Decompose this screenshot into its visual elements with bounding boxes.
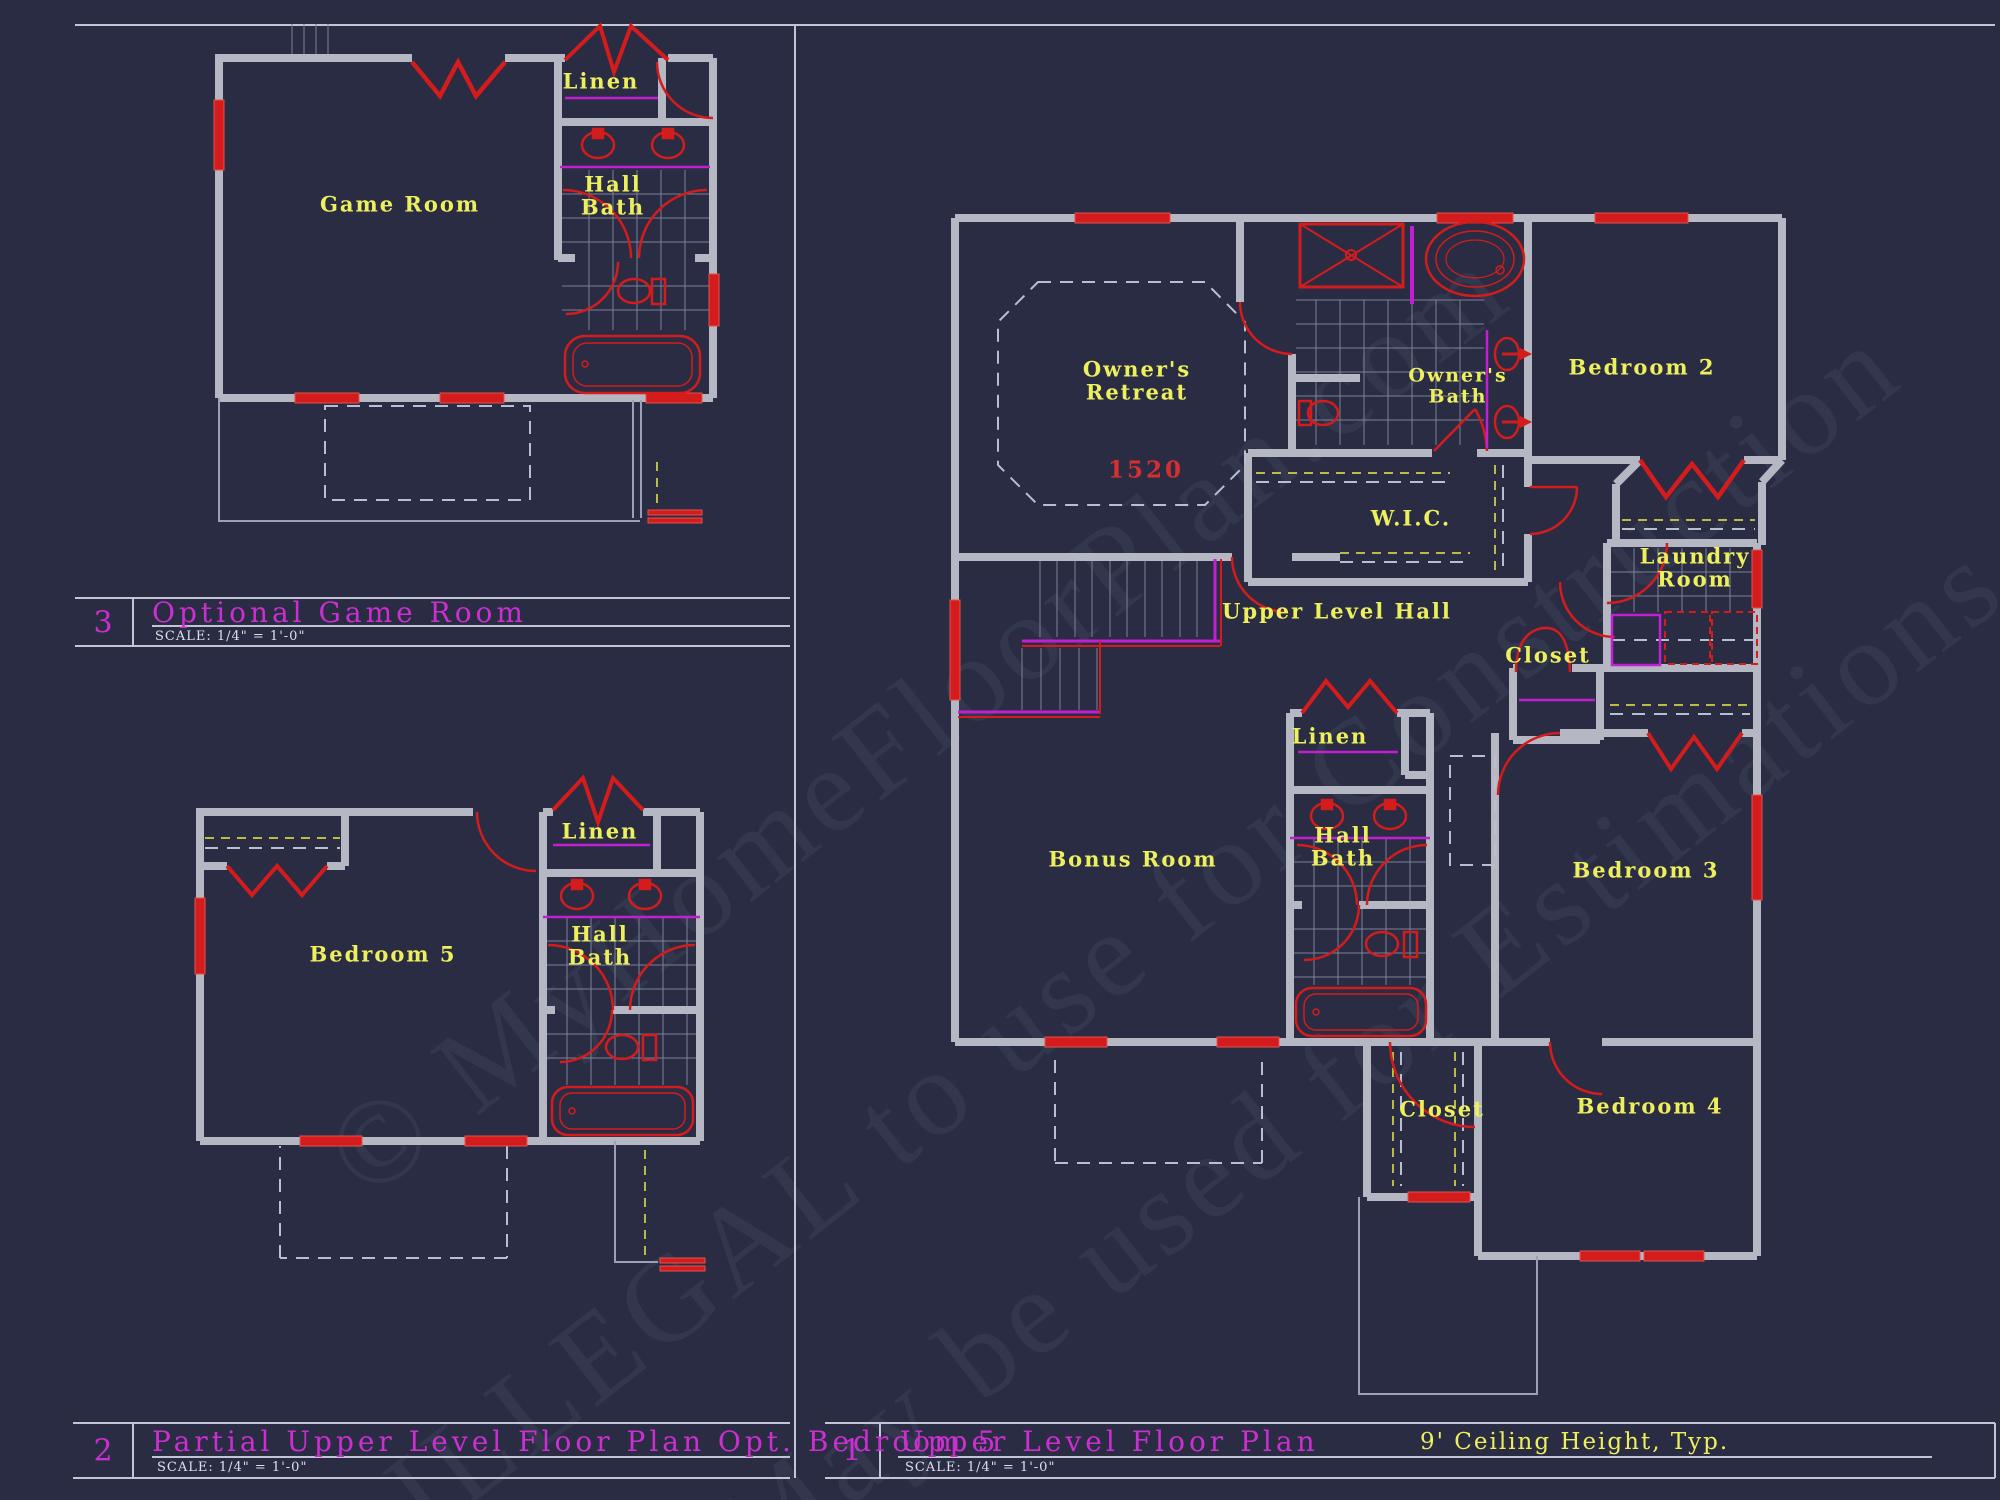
room-label-linen-2: Linen <box>561 818 639 844</box>
plan2-number: 2 <box>93 1433 113 1469</box>
room-label-wic: W.I.C. <box>1370 505 1452 531</box>
plan2-tile-grid <box>547 917 696 1085</box>
plan3-thin-outline <box>218 398 642 522</box>
room-label-bedroom4: Bedroom 4 <box>1576 1093 1724 1119</box>
plan2-shelf-dash <box>205 837 646 1258</box>
plan2-linen-rod <box>543 843 700 919</box>
plan3-tile-grid <box>291 24 709 330</box>
plan1-hall-bath-fixtures <box>1294 798 1428 1038</box>
plan2-windows <box>194 897 706 1272</box>
plan3-fixtures <box>563 127 702 395</box>
room-label-bonus-room: Bonus Room <box>1048 846 1218 872</box>
plan2-dashed-porch <box>205 847 508 1259</box>
plan1-ceiling-note: 9' Ceiling Height, Typ. <box>1420 1429 1730 1455</box>
plan1-dashed-ceiling-octagon <box>997 281 1757 1186</box>
plan1-scale: SCALE: 1/4" = 1'-0" <box>905 1460 1056 1475</box>
room-label-upper-level-hall: Upper Level Hall <box>1222 598 1452 624</box>
plan3-doors <box>410 22 714 316</box>
plan3-scale: SCALE: 1/4" = 1'-0" <box>155 629 306 644</box>
room-label-owners-retreat: Owner's Retreat <box>1082 356 1192 404</box>
plan1-title: Upper Level Floor Plan <box>900 1425 1319 1458</box>
room-label-owners-bath: Owner's Bath <box>1408 364 1508 407</box>
plan3-dashed-porch <box>324 405 531 501</box>
room-label-hall-bath-1: Hall Bath <box>1310 822 1376 870</box>
room-label-hall-bath-2: Hall Bath <box>567 921 633 969</box>
plan2-walls <box>196 808 704 1145</box>
plan1-windows <box>949 212 1763 1262</box>
room-label-linen-3: Linen <box>562 68 640 94</box>
room-label-hall-bath-3: Hall Bath <box>580 171 646 219</box>
plan3-windows <box>213 99 720 524</box>
plan1-shelf-dash <box>1256 465 1755 1186</box>
plan1-laundry-appliances <box>1610 611 1758 667</box>
plan1-number: 1 <box>842 1433 862 1469</box>
plan2-title: Partial Upper Level Floor Plan Opt. Bedr… <box>152 1425 1000 1458</box>
room-label-bedroom2: Bedroom 2 <box>1568 354 1716 380</box>
plan3-number: 3 <box>93 605 113 641</box>
area-number-1520: 1520 <box>1107 456 1185 484</box>
room-label-bedroom4-closet: Closet <box>1399 1096 1485 1122</box>
room-label-linen-1: Linen <box>1291 723 1369 749</box>
room-label-laundry-room: Laundry Room <box>1639 543 1751 591</box>
plan2-fixtures <box>550 878 695 1137</box>
plan1-doors <box>1230 301 1746 1129</box>
plan2-thin-outline <box>614 1141 658 1263</box>
plan3-title: Optional Game Room <box>152 596 527 629</box>
room-label-bedroom3: Bedroom 3 <box>1572 857 1720 883</box>
plan1-magenta-lines <box>1290 226 1595 840</box>
plan1-stairs <box>958 559 1222 718</box>
sheet-border-lines <box>73 24 1996 1479</box>
plan2-doors <box>225 774 696 1064</box>
plan3-linen-rod <box>560 96 710 169</box>
room-label-bedroom5: Bedroom 5 <box>309 941 457 967</box>
room-label-hall-closet: Closet <box>1505 642 1591 668</box>
plan1-owners-bath-fixtures <box>1297 220 1532 440</box>
plan2-scale: SCALE: 1/4" = 1'-0" <box>157 1460 308 1475</box>
plan1-thin-outline <box>1358 1197 1538 1395</box>
plan3-walls <box>215 54 717 402</box>
room-label-game-room: Game Room <box>319 191 481 217</box>
